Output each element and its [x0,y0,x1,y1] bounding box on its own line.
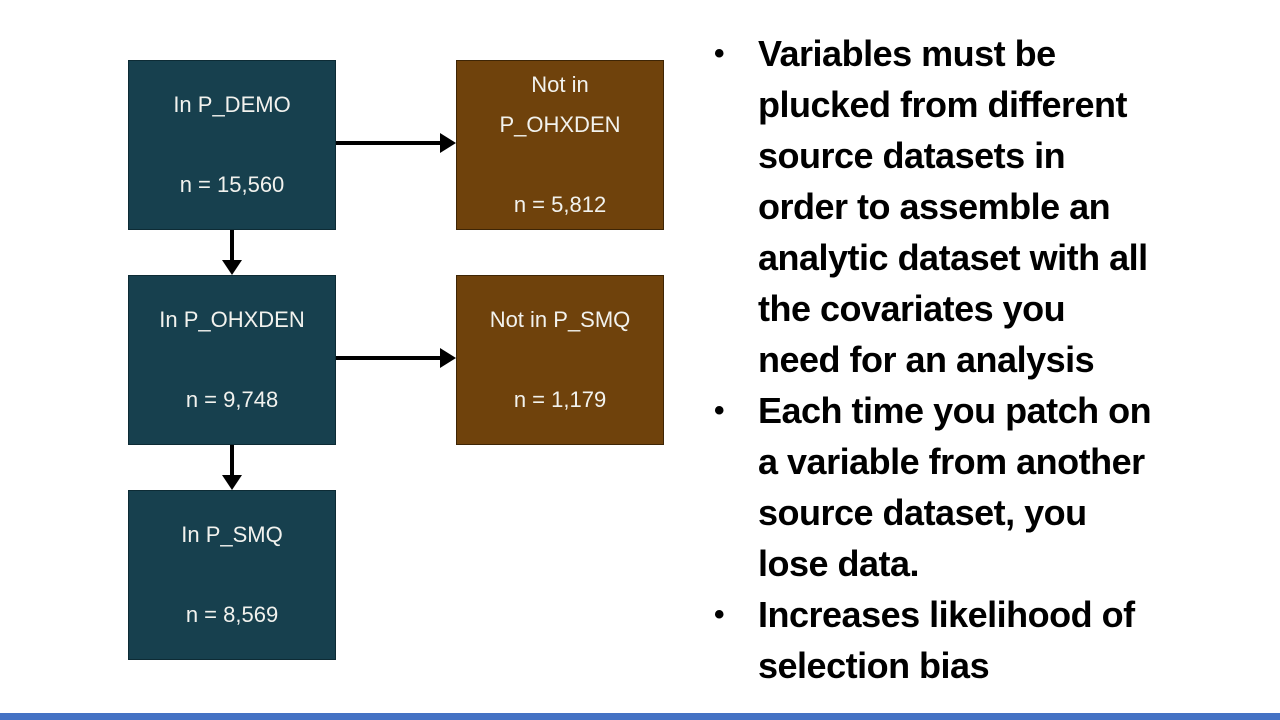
arrow-demo-to-ohxden [230,230,234,261]
arrowhead-down-icon [222,475,242,490]
box-title: In P_OHXDEN [159,307,305,332]
arrow-ohxden-to-notsmq [336,356,441,360]
list-item: • Increases likelihood of selection bias [706,589,1262,691]
bullet-icon: • [714,394,725,427]
arrowhead-right-icon [440,133,456,153]
box-title: In P_SMQ [181,522,283,547]
list-item: • Variables must be plucked from differe… [706,28,1262,385]
bottom-accent-bar [0,713,1280,720]
box-count: n = 1,179 [513,387,607,412]
box-count: n = 15,560 [179,172,285,197]
bullet-icon: • [714,37,725,70]
box-count: n = 8,569 [185,602,279,627]
list-item: • Each time you patch on a variable from… [706,385,1262,589]
bullet-text: Variables must be plucked from different… [758,33,1148,380]
arrowhead-right-icon [440,348,456,368]
bullet-text: Increases likelihood of selection bias [758,594,1135,686]
flow-box-in-p-demo: In P_DEMO n = 15,560 [128,60,336,230]
bullet-text: Each time you patch on a variable from a… [758,390,1152,584]
box-title: Not in P_SMQ [489,307,631,332]
box-title: In P_DEMO [173,92,291,117]
box-title: Not in P_OHXDEN [499,72,621,137]
arrowhead-down-icon [222,260,242,275]
flow-box-not-in-p-ohxden: Not in P_OHXDEN n = 5,812 [456,60,664,230]
box-count: n = 9,748 [185,387,279,412]
bullet-list: • Variables must be plucked from differe… [706,28,1262,691]
flow-box-in-p-ohxden: In P_OHXDEN n = 9,748 [128,275,336,445]
box-count: n = 5,812 [513,192,607,217]
flow-box-not-in-p-smq: Not in P_SMQ n = 1,179 [456,275,664,445]
arrow-ohxden-to-smq [230,445,234,476]
bullet-icon: • [714,598,725,631]
arrow-demo-to-notohxden [336,141,441,145]
flow-box-in-p-smq: In P_SMQ n = 8,569 [128,490,336,660]
